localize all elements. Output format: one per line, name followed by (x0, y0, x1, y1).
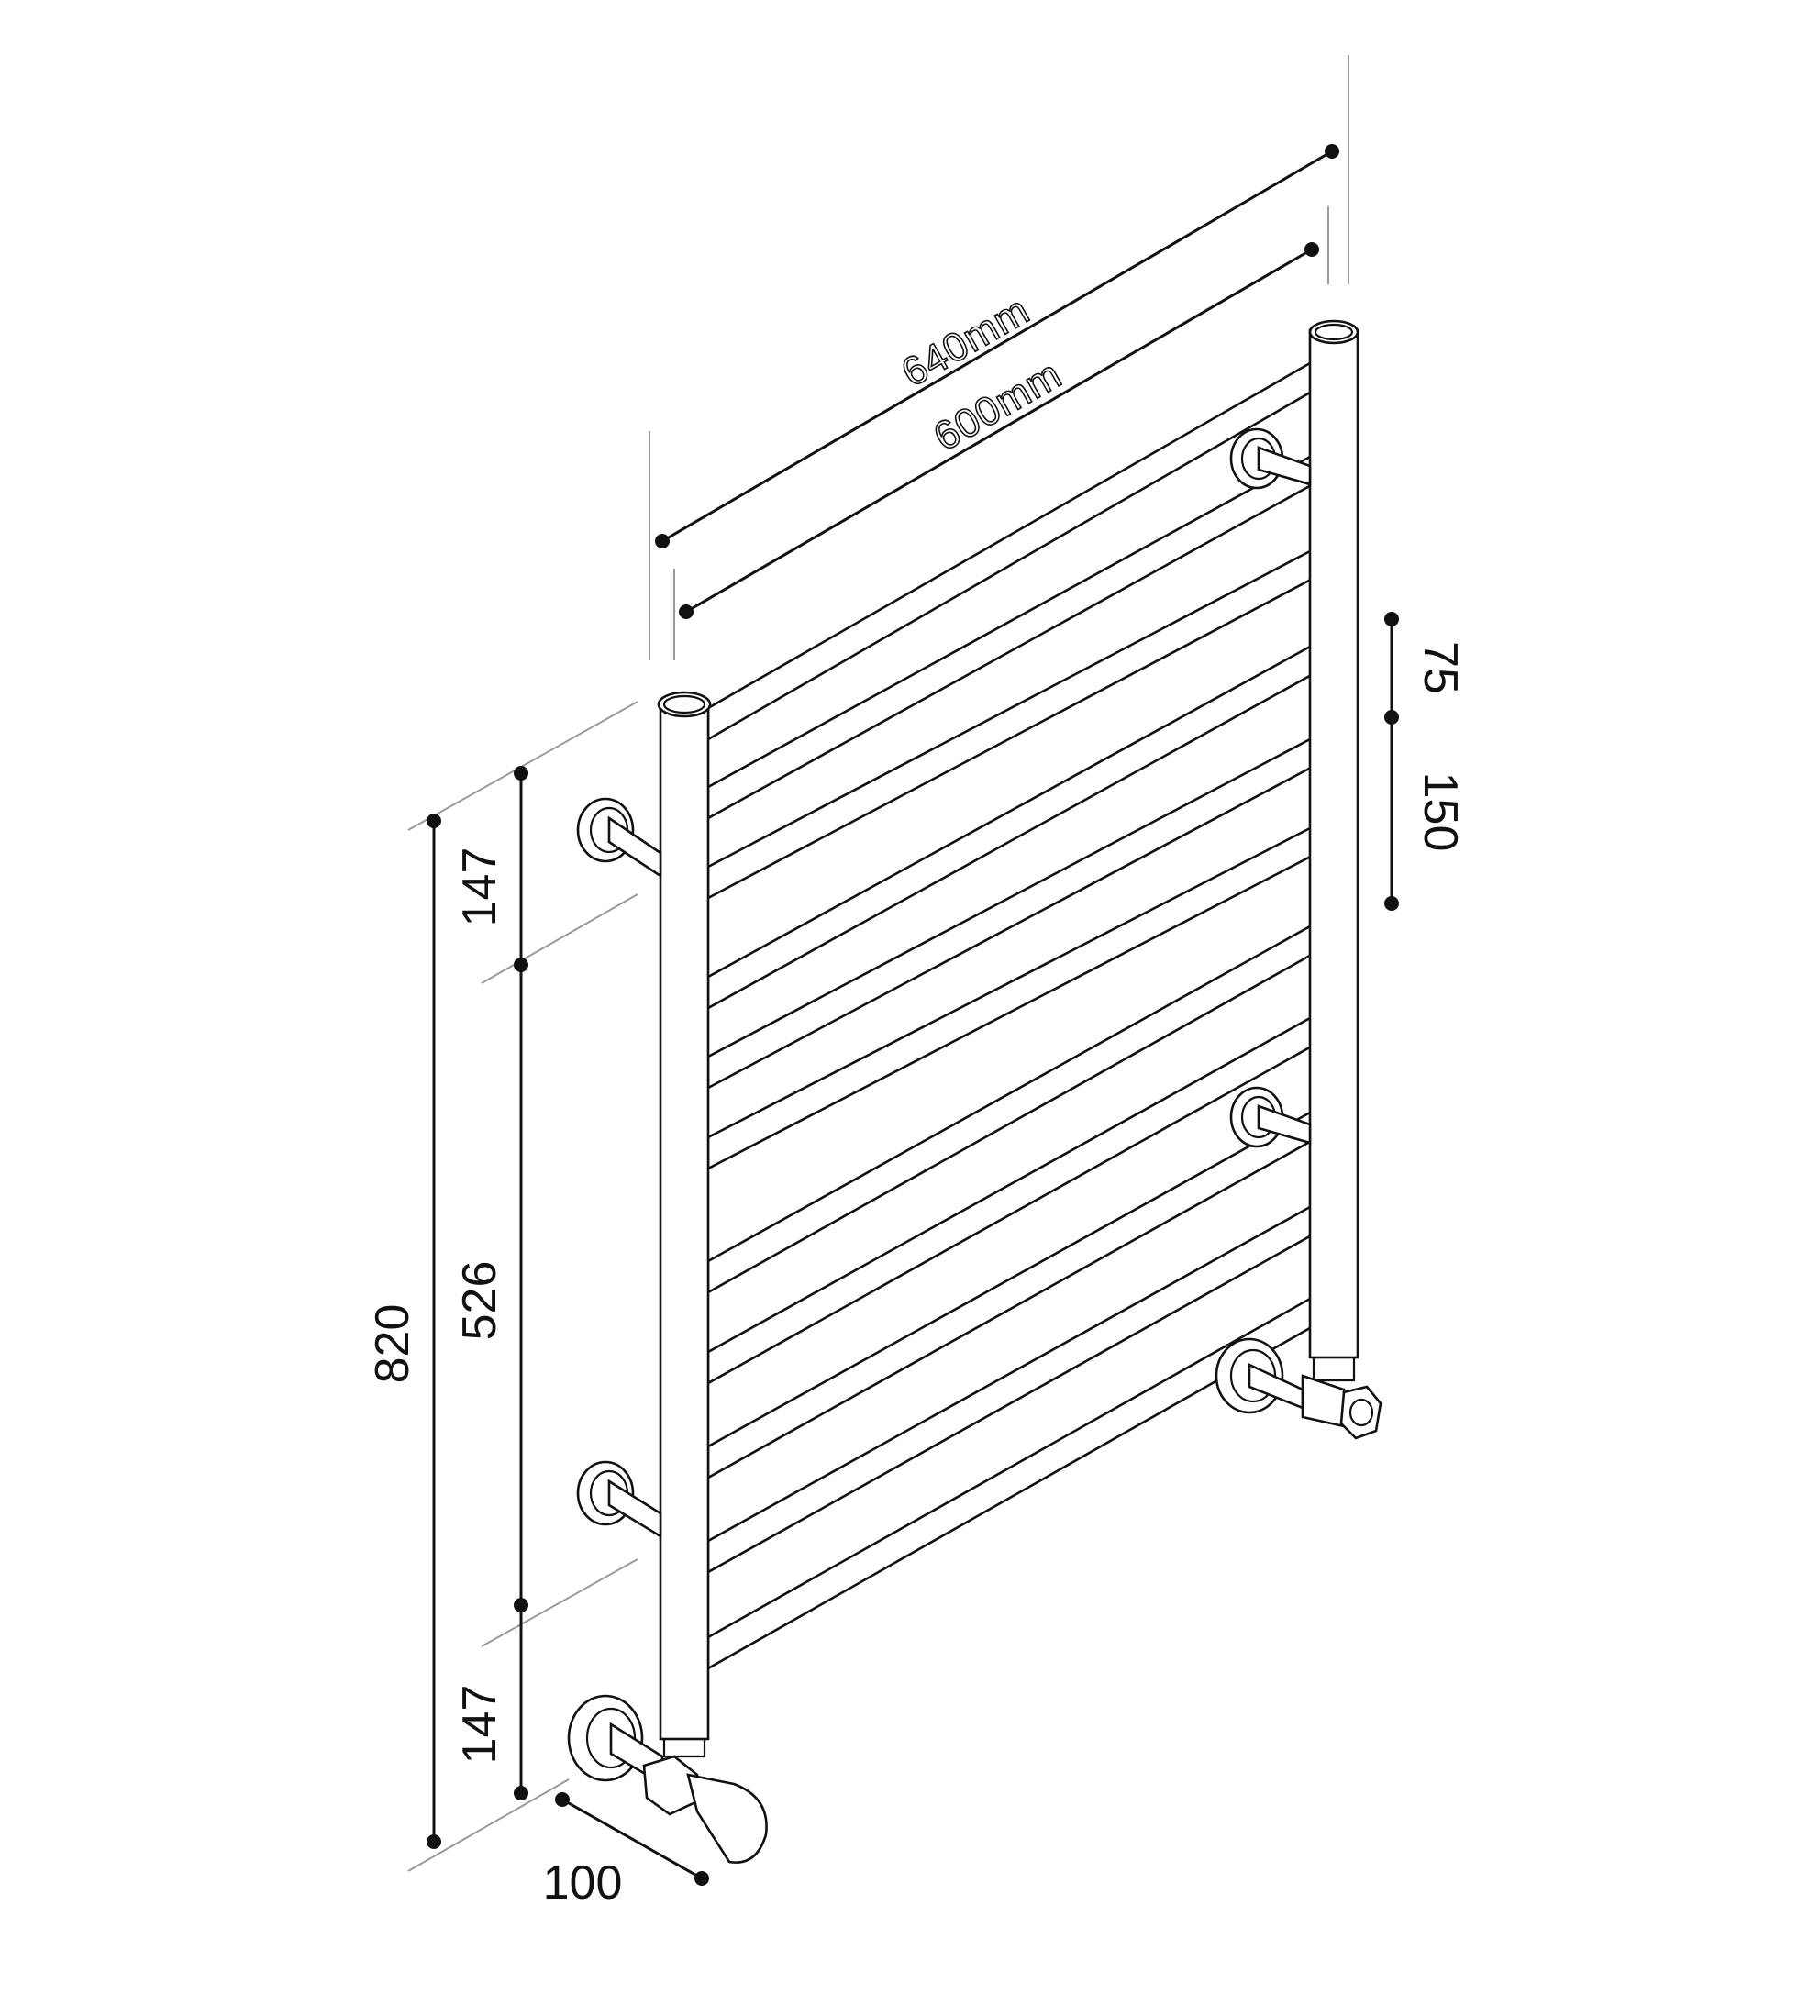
bracket-spacing-dimension (514, 766, 528, 1800)
dimension-labels: 640mm 600mm 820 147 526 147 100 75 150 (366, 286, 1467, 1910)
right-stile (1308, 319, 1359, 1382)
right-bottom-bracket (1229, 1086, 1312, 1148)
wall-depth-label: 100 (543, 1856, 623, 1910)
left-stile (657, 691, 712, 1758)
dimension-lines (427, 144, 1399, 1886)
centre-width-dimension (679, 242, 1319, 619)
left-top-bracket (576, 797, 662, 879)
top-rail-gap-label: 75 (1414, 641, 1467, 694)
right-top-bracket (1229, 427, 1312, 490)
bracket-spacing-label: 526 (453, 1261, 506, 1341)
overall-width-dimension (655, 144, 1339, 548)
left-valve (567, 1694, 768, 1864)
overall-height-label: 820 (366, 1304, 419, 1384)
left-bottom-bracket (576, 1460, 662, 1539)
rail-bars (706, 360, 1329, 1671)
bottom-offset-label: 147 (453, 1685, 506, 1765)
towel-rail (567, 319, 1382, 1864)
rail-gap-label: 150 (1414, 772, 1467, 852)
extension-lines (407, 55, 1349, 1872)
wall-depth-dimension (555, 1792, 709, 1886)
top-offset-label: 147 (453, 847, 506, 927)
overall-height-dimension (427, 814, 441, 1849)
right-valve (1215, 1337, 1382, 1440)
rail-gap-dimension (1384, 612, 1399, 911)
